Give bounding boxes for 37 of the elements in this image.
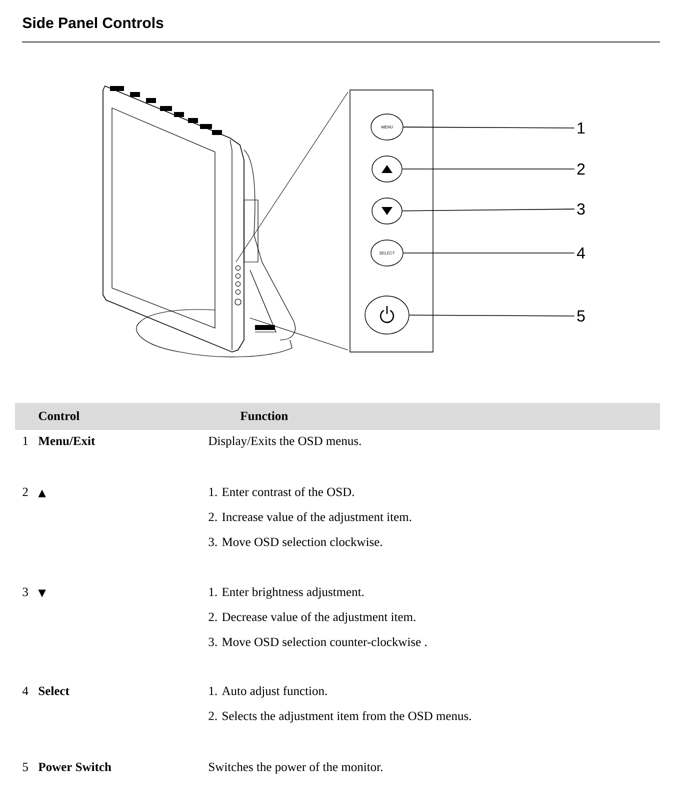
leader-line [402, 126, 575, 128]
label: Control [38, 411, 80, 420]
function-text: 2. Selects the adjustment item from the OSD menus. [208, 711, 471, 723]
function-text: 3. Move OSD selection counter-clockwise . [208, 637, 427, 646]
function-text: 2. Increase value of the adjustment item. [208, 512, 412, 524]
leader-line [402, 208, 575, 212]
function-text: Switches the power of the monitor. [209, 762, 382, 774]
table-header: Control Function [15, 403, 660, 430]
callout-number: 5 [577, 310, 585, 322]
down-arrow-symbol: ▼ [38, 590, 46, 598]
leader-line [408, 314, 575, 316]
leader-line [402, 168, 575, 170]
function-text: 1. Auto adjust function. [209, 686, 327, 698]
callout-number: 3 [577, 203, 585, 215]
row-number: 3 [22, 588, 28, 596]
up-arrow-symbol: ▲ [38, 490, 46, 498]
row-number: 5 [22, 762, 28, 772]
control-name: Menu/Exit [38, 436, 96, 446]
button [372, 198, 402, 224]
label: Function [240, 411, 288, 420]
row-number: 4 [22, 686, 28, 695]
callout-number: 2 [577, 163, 585, 175]
leader-line [402, 252, 575, 254]
function-text: 1. Enter contrast of the OSD. [209, 487, 354, 496]
button [364, 296, 410, 334]
function-text: 3. Move OSD selection clockwise. [208, 537, 382, 546]
function-text: 2. Decrease value of the adjustment item. [208, 612, 416, 624]
row-number: 2 [22, 488, 28, 496]
function-text: Display/Exits the OSD menus. [208, 436, 361, 448]
callout-number: 1 [578, 122, 585, 134]
function-text: 1. Enter brightness adjustment. [209, 587, 364, 599]
row-number: 1 [23, 436, 28, 445]
control-name: Select [38, 686, 70, 696]
control-name: Power Switch [38, 762, 112, 772]
title: Side Panel Controls [22, 17, 164, 28]
callout-number: 4 [576, 248, 585, 258]
button [372, 156, 402, 182]
